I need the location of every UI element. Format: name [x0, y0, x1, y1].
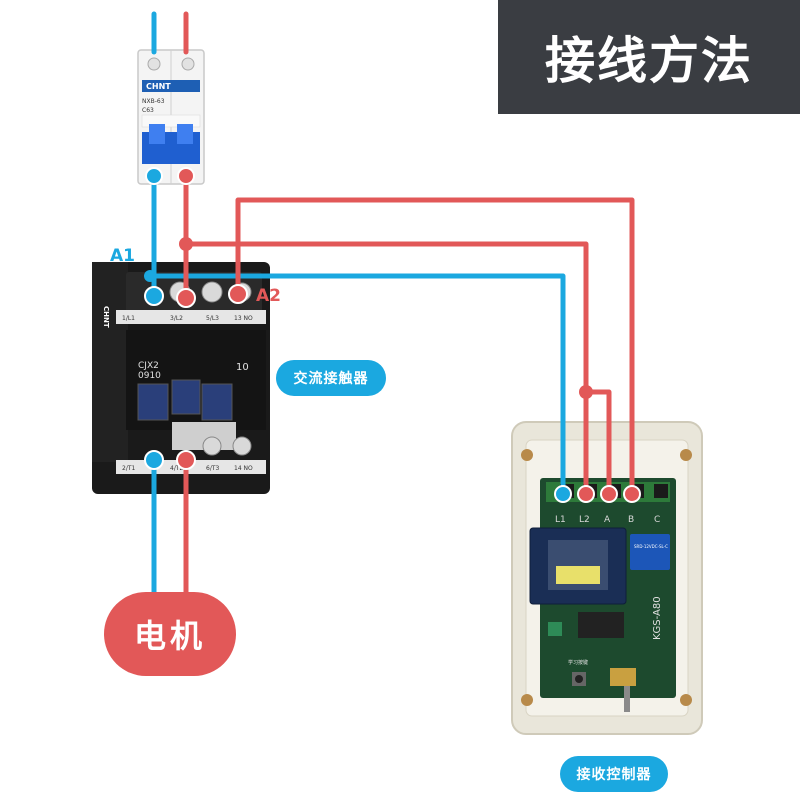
contactor-brand: CHNT	[102, 306, 110, 328]
receiver-terminal-a: A	[604, 515, 611, 525]
a2-label: A2	[256, 286, 281, 306]
contactor-terminal-bottom-3: 6/T3	[206, 465, 220, 472]
terminal-dots	[144, 167, 641, 503]
contactor-terminal-top-1: 1/L1	[122, 315, 135, 322]
contactor-aux-label: 10	[236, 362, 249, 373]
a1-junction	[144, 270, 156, 282]
ac-contactor: 1/L1 3/L2 5/L3 13 NO CHNT CJX2 0910 10 2…	[92, 262, 270, 494]
page-title: 接线方法	[498, 0, 800, 114]
receiver-terminal-b: B	[628, 515, 634, 525]
contactor-model-line2: 0910	[138, 371, 161, 381]
breaker-model: NXB-63	[142, 98, 165, 105]
receiver-terminal-l1: L1	[555, 515, 566, 525]
receiver-terminal-l2: L2	[579, 515, 590, 525]
contactor-terminal-bottom-2: 4/T2	[170, 465, 184, 472]
receiver-terminal-c: C	[654, 515, 660, 525]
motor-label: 电机	[104, 592, 236, 676]
breaker-rating: C63	[142, 107, 154, 114]
relay-text: SRD-12VDC-SL-C	[634, 544, 668, 549]
neutral-wire-to-receiver-l1	[147, 273, 566, 497]
contactor-terminal-top-2: 3/L2	[170, 315, 183, 322]
circuit-breaker: CHNT NXB-63 C63	[137, 49, 205, 185]
live-wire-to-receiver-l2	[183, 241, 589, 497]
contactor-terminal-bottom-4: 14 NO	[234, 465, 253, 472]
breaker-brand: CHNT	[146, 82, 171, 91]
board-model: KGS-A80	[652, 596, 663, 640]
contactor-terminal-bottom-1: 2/T1	[122, 465, 136, 472]
live-wire-to-receiver-a	[583, 389, 612, 497]
a1-label: A1	[110, 246, 135, 266]
contactor-terminal-top-4: 13 NO	[234, 315, 253, 322]
receiver-junction	[579, 385, 593, 399]
live-junction	[179, 237, 193, 251]
wires	[147, 11, 635, 597]
contactor-label: 交流接触器	[276, 360, 386, 396]
contactor-model-line1: CJX2	[138, 361, 159, 371]
receiver-controller: L1 L2 A B C SRD-12VDC-SL-C KGS-A80 学习按键	[511, 421, 703, 735]
antenna-connector	[610, 668, 636, 686]
learn-label: 学习按键	[568, 659, 588, 666]
contactor-terminal-top-3: 5/L3	[206, 315, 219, 322]
relay	[630, 534, 670, 570]
coil-wire-a2-to-receiver-b	[235, 197, 635, 497]
receiver-label: 接收控制器	[560, 756, 668, 792]
